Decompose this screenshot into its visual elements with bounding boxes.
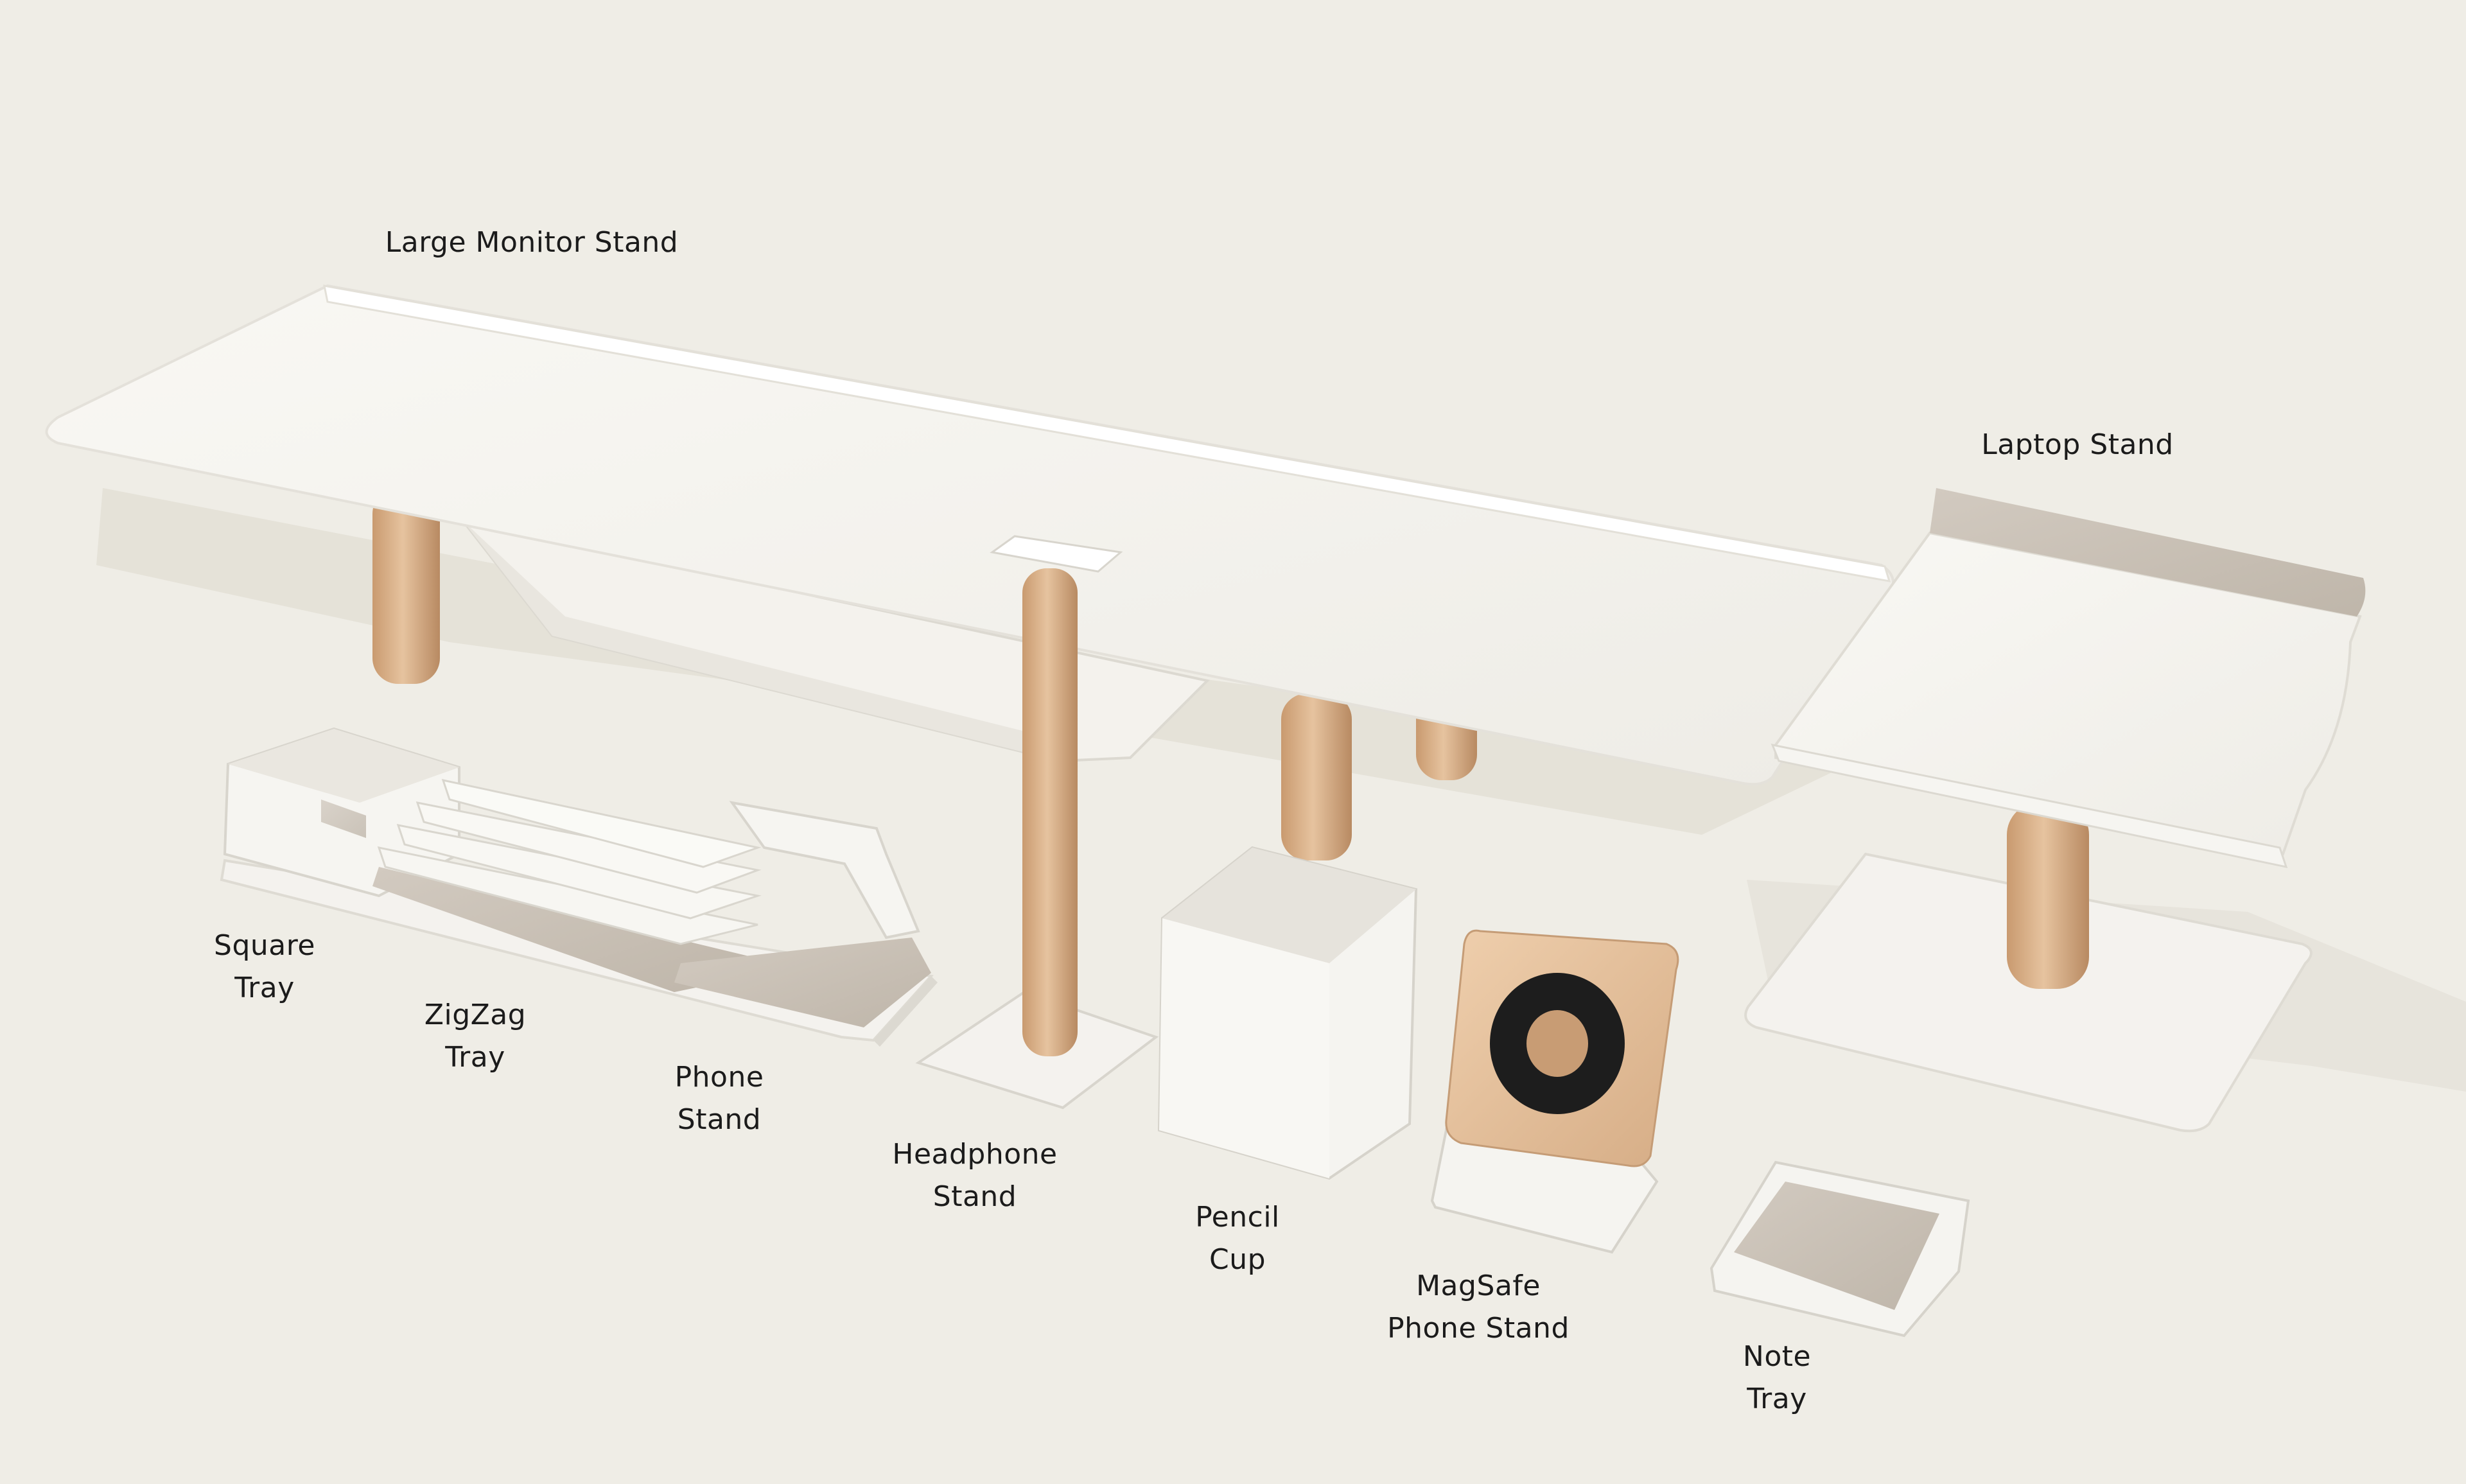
label-line: Tray [234,972,295,1004]
label-line: Phone [674,1061,764,1094]
label-zigzag-tray: ZigZag Tray [424,994,526,1079]
label-large-monitor-stand: Large Monitor Stand [385,222,678,264]
headphone-stand [915,535,1159,1110]
label-square-tray: Square Tray [214,925,315,1009]
label-line: Tray [1747,1383,1807,1415]
label-line: Phone Stand [1387,1312,1570,1345]
label-line: Laptop Stand [1981,428,2174,461]
label-line: Note [1742,1340,1812,1373]
magsafe-phone-stand [1430,929,1679,1254]
label-line: Headphone [892,1138,1058,1171]
label-line: MagSafe [1416,1270,1541,1302]
label-phone-stand: Phone Stand [675,1056,764,1141]
label-line: Pencil [1195,1201,1280,1234]
label-magsafe-phone-stand: MagSafe Phone Stand [1387,1265,1570,1350]
label-line: Cup [1209,1243,1266,1276]
label-laptop-stand: Laptop Stand [1981,424,2173,466]
zigzag-tray [372,778,762,992]
label-note-tray: Note Tray [1743,1336,1811,1420]
pencil-cup [1157,846,1418,1180]
label-line: ZigZag [424,999,527,1031]
label-headphone-stand: Headphone Stand [892,1133,1057,1218]
label-line: Large Monitor Stand [385,226,679,259]
note-tray [1710,1160,1970,1338]
label-pencil-cup: Pencil Cup [1195,1196,1280,1281]
label-line: Tray [445,1041,505,1074]
label-line: Square [214,929,315,962]
laptop-stand [1744,488,2466,1133]
large-monitor-stand [45,284,1894,860]
label-line: Stand [677,1103,762,1136]
label-line: Stand [932,1180,1017,1213]
phone-stand [674,801,931,1027]
